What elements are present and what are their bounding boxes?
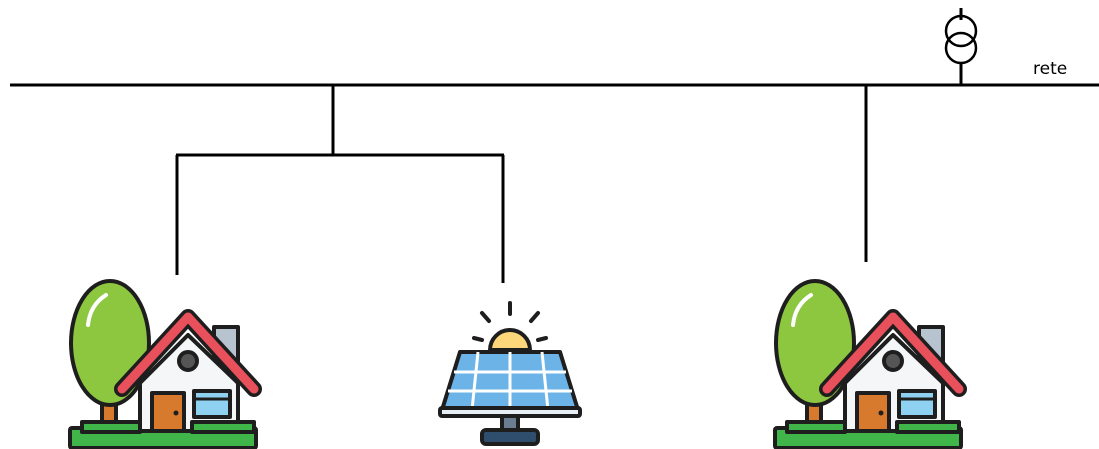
solar-panel-icon — [438, 301, 582, 446]
grid-label: rete — [1033, 59, 1067, 79]
house-right-icon — [775, 281, 961, 448]
sun-icon — [472, 301, 548, 352]
transformer-icon — [944, 8, 978, 85]
house-left-icon — [70, 281, 256, 448]
